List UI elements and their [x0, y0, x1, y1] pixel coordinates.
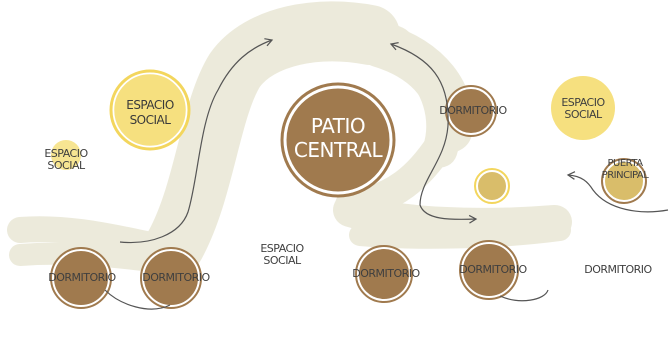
dorm-far-right-label: DORMITORIO [584, 263, 652, 276]
social-right-circle [551, 76, 615, 140]
dorm-top-label: DORMITORIO [439, 104, 507, 117]
patio-line-1: PATIO [310, 114, 366, 138]
dorm-right-b-label: DORMITORIO [459, 263, 527, 276]
social-right-line-2: SOCIAL [564, 108, 602, 121]
social-mid-line-1: ESPACIO [260, 242, 304, 255]
arrow-dorm-left-loop [104, 289, 171, 310]
arrow-dorm-right-loop [499, 289, 549, 302]
social-small-circle [51, 140, 81, 170]
arrow-top-right [389, 42, 478, 224]
dorm-left-b-circle [140, 247, 202, 309]
social-small-line-1: ESPACIO [44, 147, 88, 160]
social-mid-arc [218, 211, 263, 289]
entrance-circle [601, 158, 647, 204]
patio-line-2: CENTRAL [293, 138, 383, 162]
social-big-circle [109, 69, 191, 151]
entrance-label: PUERTA PRINCIPAL [592, 158, 658, 182]
patio-central-label: PATIO CENTRAL [284, 114, 392, 162]
dorm-right-a-label: DORMITORIO [352, 267, 420, 280]
arrow-entrance [566, 171, 669, 213]
dorm-far-right-arc [555, 243, 585, 307]
social-small-label: ESPACIO SOCIAL [30, 148, 102, 172]
dorm-left-a-circle [50, 247, 112, 309]
dorm-left-b-label: DORMITORIO [142, 271, 210, 284]
dorm-right-b-circle [459, 240, 519, 300]
social-right-line-1: ESPACIO [561, 96, 605, 109]
circulation-arrows [104, 38, 669, 310]
social-small-line-2: SOCIAL [47, 159, 85, 172]
dorm-right-a-circle [355, 245, 413, 303]
social-mid-label: ESPACIO SOCIAL [246, 243, 318, 267]
social-right-label: ESPACIO SOCIAL [550, 97, 616, 121]
social-big-line-2: SOCIAL [129, 113, 171, 127]
social-big-line-1: ESPACIO [126, 98, 174, 112]
arrow-left-to-top [119, 38, 274, 244]
small-khaki-circle [474, 168, 510, 204]
entrance-line-2: PRINCIPAL [601, 170, 649, 181]
dorm-left-a-label: DORMITORIO [48, 271, 116, 284]
entrance-line-1: PUERTA [607, 158, 643, 169]
social-mid-line-2: SOCIAL [263, 254, 301, 267]
social-big-label: ESPACIO SOCIAL [110, 98, 190, 128]
